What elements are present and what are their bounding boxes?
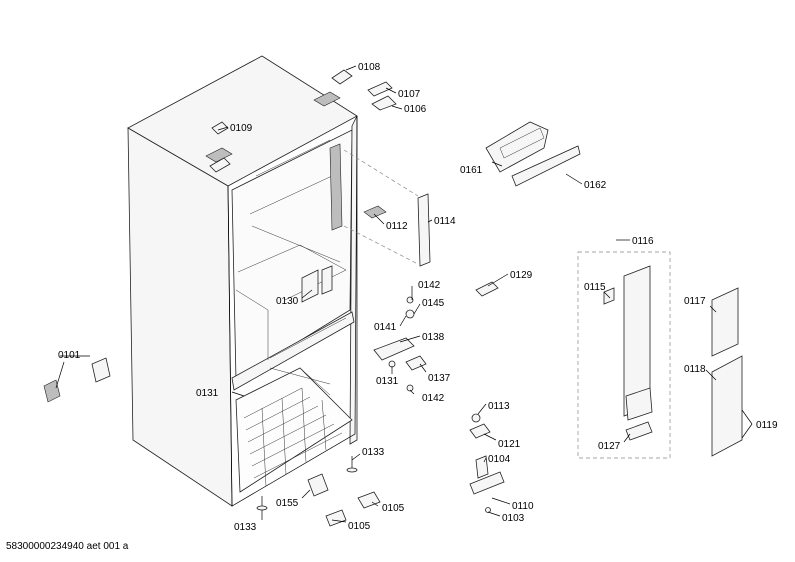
lower-hinge-parts — [469, 413, 505, 513]
part-labels: 0108 0107 0106 0109 0161 0162 0112 0114 … — [58, 62, 778, 533]
label-0106: 0106 — [404, 104, 427, 115]
hinge-strip — [343, 149, 431, 267]
label-0105-bottom: 0105 — [348, 521, 371, 532]
label-0113: 0113 — [488, 401, 510, 412]
label-0142-bottom: 0142 — [422, 393, 445, 404]
panel-assembly — [577, 251, 671, 459]
label-0129: 0129 — [510, 270, 533, 281]
label-0162: 0162 — [584, 180, 607, 191]
label-0117: 0117 — [684, 296, 706, 307]
label-0101: 0101 — [58, 350, 81, 361]
label-0133-bottom: 0133 — [234, 522, 257, 533]
leader-lines — [55, 65, 753, 523]
label-0104: 0104 — [488, 454, 511, 465]
label-0115: 0115 — [584, 282, 606, 293]
label-0107: 0107 — [398, 89, 421, 100]
label-0141: 0141 — [374, 322, 397, 333]
side-panels — [711, 287, 743, 457]
label-0119: 0119 — [756, 420, 778, 431]
label-0137: 0137 — [428, 373, 451, 384]
label-0121: 0121 — [498, 439, 521, 450]
label-0108: 0108 — [358, 62, 381, 73]
label-0133-right: 0133 — [362, 447, 385, 458]
label-0103: 0103 — [502, 513, 525, 524]
label-0161: 0161 — [460, 165, 483, 176]
control-module — [485, 121, 581, 187]
cabinet-body — [127, 55, 358, 507]
label-0114: 0114 — [434, 216, 456, 227]
label-0130: 0130 — [276, 296, 299, 307]
label-0131-left: 0131 — [196, 388, 219, 399]
label-0145: 0145 — [422, 298, 445, 309]
top-parts — [211, 69, 397, 135]
middle-hinge-parts — [373, 281, 499, 392]
label-0105-right: 0105 — [382, 503, 405, 514]
label-0118: 0118 — [684, 364, 706, 375]
foot-bracket — [43, 357, 111, 403]
label-0131-mid: 0131 — [376, 376, 399, 387]
footer-document-code: 58300000234940 aet 001 a — [6, 541, 129, 552]
label-0112: 0112 — [386, 221, 408, 232]
label-0109: 0109 — [230, 123, 253, 134]
label-0110: 0110 — [512, 501, 534, 512]
label-0155: 0155 — [276, 498, 299, 509]
label-0116: 0116 — [632, 236, 654, 247]
label-0138: 0138 — [422, 332, 445, 343]
label-0142-top: 0142 — [418, 280, 441, 291]
label-0127: 0127 — [598, 441, 621, 452]
feet-parts — [256, 456, 381, 527]
